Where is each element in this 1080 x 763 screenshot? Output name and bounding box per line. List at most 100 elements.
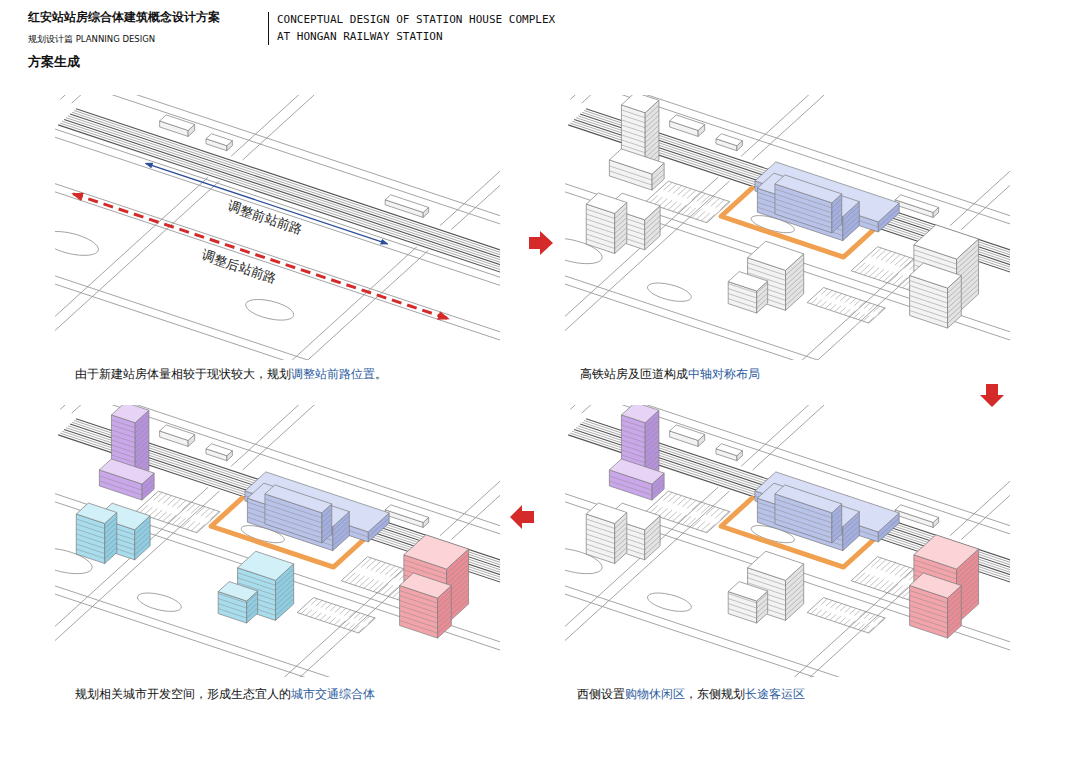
floor-line	[621, 120, 645, 128]
floor-line	[786, 284, 804, 301]
floor-line	[135, 425, 149, 438]
parking-stall	[864, 613, 870, 619]
parking-stall	[350, 574, 360, 583]
floor-line	[775, 514, 832, 533]
floor-line	[218, 604, 246, 613]
parking-stall	[850, 298, 856, 304]
parking-stall	[859, 301, 865, 307]
floor-line	[265, 519, 322, 538]
parking-stall	[385, 566, 395, 575]
floor-line	[910, 305, 948, 318]
rail-track	[62, 121, 500, 292]
floor-line	[645, 125, 659, 138]
floor-line	[832, 214, 842, 223]
parking-stall	[310, 611, 316, 617]
parking-stall	[893, 276, 903, 285]
floor-line	[276, 579, 294, 596]
floor-line	[645, 145, 659, 158]
floor-line	[135, 440, 149, 453]
floor-line	[111, 445, 135, 453]
road-edge	[711, 251, 939, 360]
floor-line	[586, 229, 614, 238]
trackside-building	[670, 425, 705, 440]
road-edge	[243, 405, 350, 470]
parking-stall	[869, 578, 879, 587]
parking-stall	[888, 584, 898, 593]
parking-stall	[854, 622, 860, 628]
text-holder: 方案生成	[28, 54, 80, 70]
floor-line	[76, 549, 104, 558]
parking-stall	[316, 600, 322, 606]
floor-line	[645, 420, 659, 433]
road-edge	[55, 181, 219, 360]
floor-line	[948, 611, 962, 624]
road-edge	[950, 439, 1010, 536]
parking-stall	[855, 573, 865, 582]
floor-line	[832, 219, 842, 228]
parking-lot	[297, 598, 375, 634]
road-edge	[565, 148, 1010, 360]
trackside-building	[206, 134, 232, 146]
station-roof	[775, 485, 842, 513]
floor-line	[948, 311, 962, 324]
road-edge	[440, 439, 500, 536]
floor-line	[645, 455, 659, 468]
parking-stall	[821, 289, 827, 295]
parking-stall	[900, 567, 910, 576]
floor-line	[135, 445, 149, 458]
floor-line	[111, 440, 135, 448]
parking-stall	[334, 619, 340, 625]
parking-stall	[325, 604, 331, 610]
parking-stall	[869, 268, 879, 277]
parking-stall	[863, 625, 869, 631]
office-building	[748, 551, 804, 580]
road-edge	[565, 491, 729, 677]
road-edge	[55, 103, 500, 324]
floor-line	[76, 534, 104, 543]
floor-line	[645, 445, 659, 458]
floor-line	[910, 610, 948, 623]
trackside-building	[895, 505, 938, 523]
parking-stall	[369, 581, 379, 590]
road-edge	[565, 95, 1010, 360]
floor-line	[438, 621, 452, 634]
floor-line	[135, 435, 149, 448]
text-holder: 规划设计篇 PLANNING DESIGN	[28, 34, 155, 44]
parking-stall	[366, 560, 376, 569]
parking-stall	[371, 561, 381, 570]
parking-stall	[339, 621, 345, 627]
floor-line	[775, 209, 832, 228]
caption-line: 由于新建站房体量相较于现状较大，规划调整站前路位置。	[75, 366, 387, 383]
floor-line	[615, 538, 627, 549]
parking-stall	[888, 274, 898, 283]
tower-building	[111, 405, 148, 423]
parking-stall	[395, 569, 405, 578]
parking-stall	[844, 309, 850, 315]
floor-line	[786, 269, 804, 286]
floor-line	[910, 300, 948, 313]
floor-line	[586, 549, 614, 558]
parking-stall	[821, 599, 827, 605]
floor-line	[142, 484, 154, 495]
road-edge	[961, 443, 1010, 540]
road-edge	[565, 405, 1010, 677]
caption-line: 西侧设置购物休闲区，东侧规划长途客运区	[577, 686, 805, 703]
floor-line	[105, 543, 117, 554]
bus-terminal-building	[910, 573, 962, 598]
road-edge	[189, 557, 417, 677]
station-roof	[265, 485, 332, 513]
floor-line	[322, 514, 332, 523]
parking-stall	[895, 566, 905, 575]
floor-line	[621, 435, 645, 443]
floor-line	[322, 519, 332, 528]
new-road-arrow	[73, 194, 448, 319]
parking-stall	[854, 300, 860, 306]
header-divider	[268, 12, 269, 45]
floor-line	[645, 110, 659, 123]
floor-line	[586, 214, 614, 223]
bus-terminal-building	[914, 225, 979, 259]
parking-stall	[893, 586, 903, 595]
floor-line	[645, 140, 659, 153]
floor-line	[645, 120, 659, 133]
